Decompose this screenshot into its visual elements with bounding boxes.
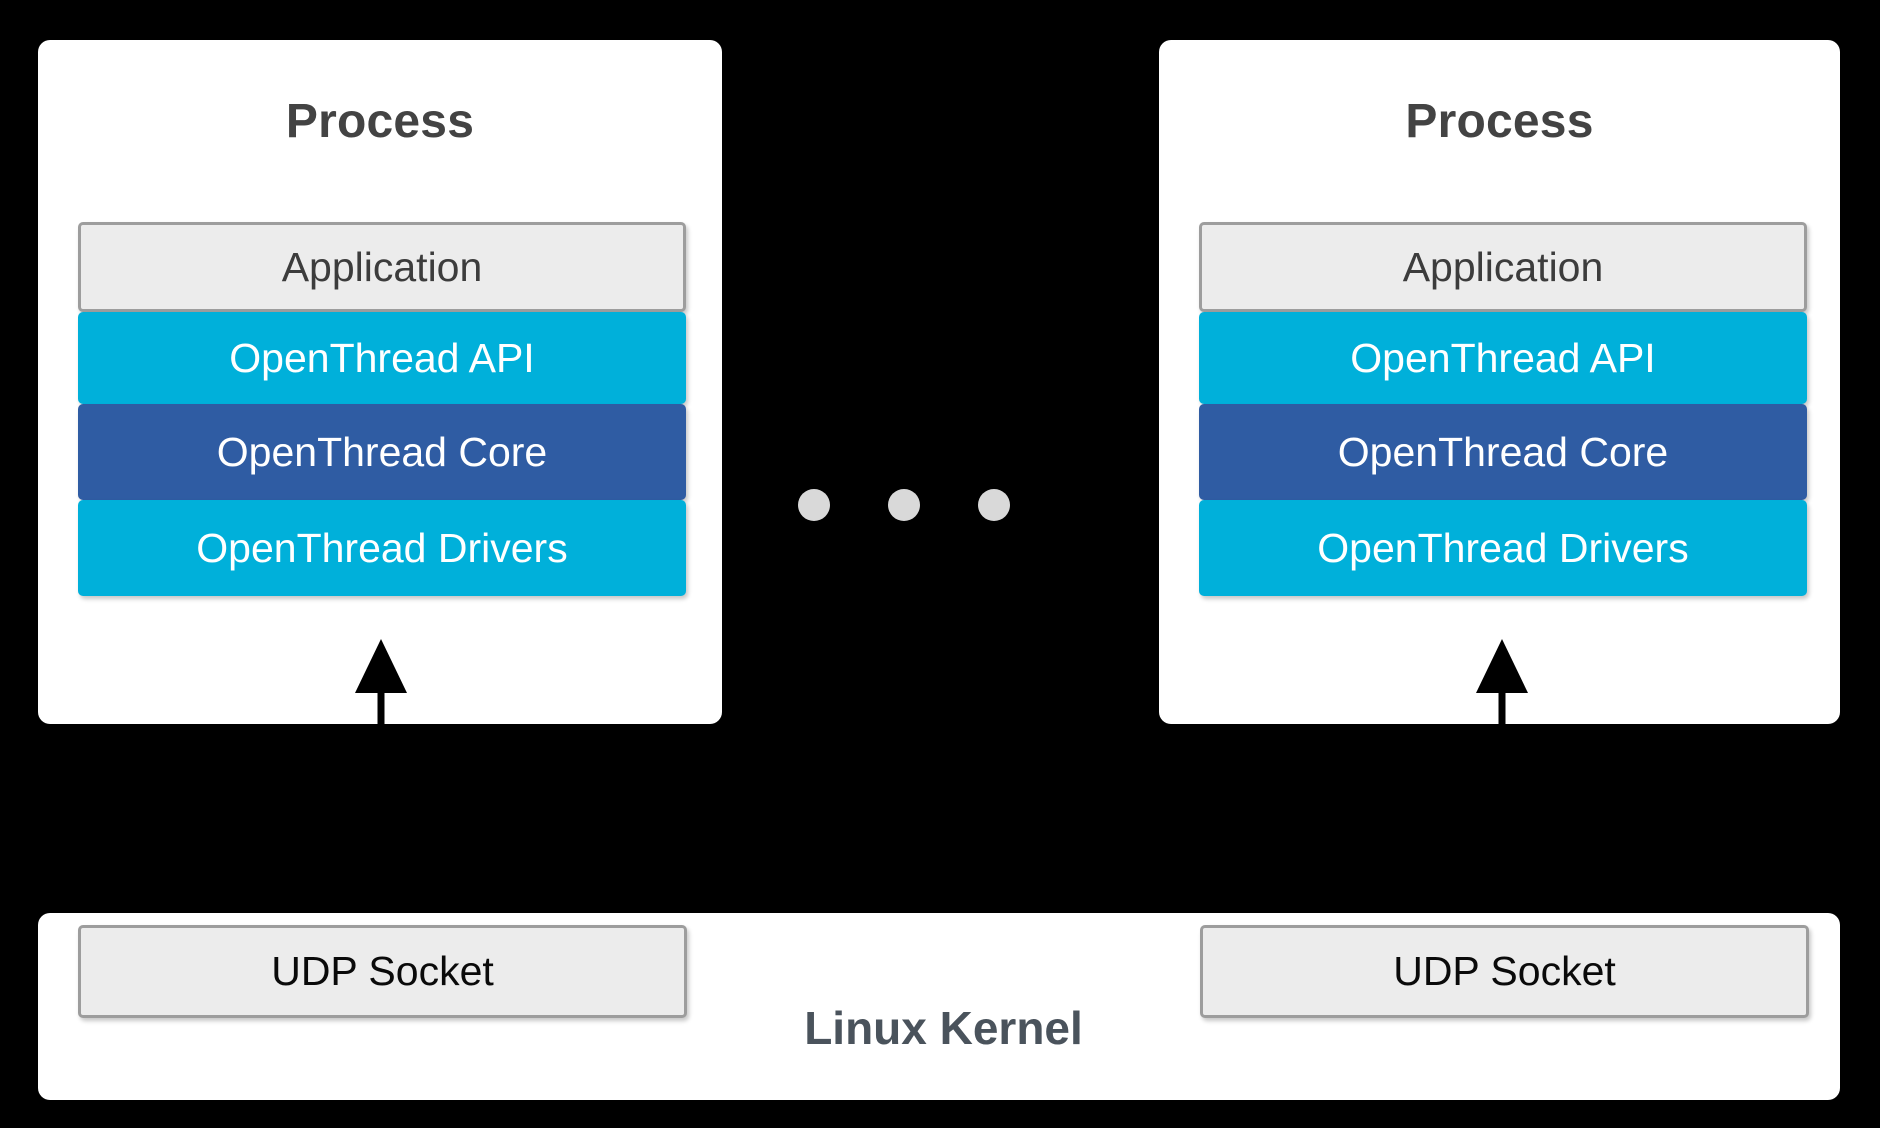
process-box-right: Process Application OpenThread API OpenT… <box>1159 40 1840 724</box>
layer-openthread-drivers-right[interactable]: OpenThread Drivers <box>1199 500 1807 596</box>
arrow-up-icon-right <box>1476 639 1528 746</box>
udp-socket-box-left[interactable]: UDP Socket <box>78 925 687 1018</box>
udp-socket-label: UDP Socket <box>1393 948 1616 994</box>
ellipsis-dot <box>978 489 1010 521</box>
layer-application-right[interactable]: Application <box>1199 222 1807 312</box>
layer-label: OpenThread Core <box>216 428 548 475</box>
linux-kernel-label: Linux Kernel <box>804 1002 1083 1054</box>
layer-label: OpenThread API <box>1350 334 1656 381</box>
layer-label: OpenThread Drivers <box>196 524 568 571</box>
layer-openthread-api-right[interactable]: OpenThread API <box>1199 312 1807 404</box>
layer-label: Application <box>281 243 483 290</box>
process-title-left: Process <box>285 95 475 148</box>
arrow-up-icon-left <box>355 639 407 746</box>
udp-socket-box-right[interactable]: UDP Socket <box>1200 925 1809 1018</box>
layer-label: Application <box>1402 243 1604 290</box>
layer-label: OpenThread Drivers <box>1317 524 1689 571</box>
layer-openthread-core-right[interactable]: OpenThread Core <box>1199 404 1807 500</box>
layer-label: OpenThread Core <box>1337 428 1669 475</box>
linux-kernel-box: UDP Socket UDP Socket Linux Kernel <box>38 913 1840 1100</box>
layer-openthread-api-left[interactable]: OpenThread API <box>78 312 686 404</box>
layer-label: OpenThread API <box>229 334 535 381</box>
ellipsis-dot <box>888 489 920 521</box>
process-title-right: Process <box>1405 95 1594 148</box>
three-dots-icon <box>798 489 1010 521</box>
process-box-left: Process Application OpenThread API OpenT… <box>38 40 722 724</box>
ellipsis-dot <box>798 489 830 521</box>
udp-socket-label: UDP Socket <box>271 948 494 994</box>
layer-openthread-core-left[interactable]: OpenThread Core <box>78 404 686 500</box>
layer-openthread-drivers-left[interactable]: OpenThread Drivers <box>78 500 686 596</box>
layer-application-left[interactable]: Application <box>78 222 686 312</box>
